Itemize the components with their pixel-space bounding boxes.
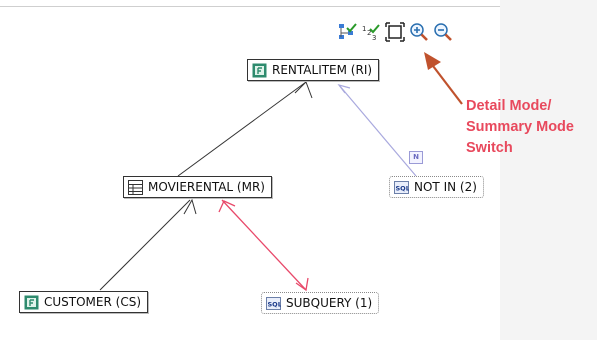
annotation-line-1: Detail Mode/	[466, 98, 552, 114]
node-subquery[interactable]: SQL SUBQUERY (1)	[261, 292, 380, 314]
node-rentalitem[interactable]: RENTALITEM (RI)	[247, 59, 380, 81]
svg-text:SQL: SQL	[268, 300, 282, 308]
table-icon	[252, 63, 267, 78]
edge-movierental-rentalitem	[177, 81, 307, 177]
node-label: NOT IN (2)	[414, 180, 477, 194]
node-label: CUSTOMER (CS)	[44, 295, 142, 309]
svg-text:3: 3	[372, 34, 376, 42]
sql-icon: SQL	[394, 180, 409, 195]
layout-tree-icon[interactable]	[337, 22, 357, 42]
right-panel	[500, 0, 597, 340]
node-label: SUBQUERY (1)	[286, 296, 373, 310]
annotation-line-3: Switch	[466, 140, 513, 156]
edge-customer-movierental	[99, 199, 191, 291]
arrowhead-movierental	[183, 198, 197, 215]
edge-notin-rentalitem	[338, 84, 417, 177]
arrowhead-subquery	[295, 277, 309, 292]
top-divider	[0, 6, 500, 7]
arrowhead-movierental-red	[218, 200, 236, 213]
annotation-line-2: Summary Mode	[466, 119, 574, 135]
annotation-arrow-head	[424, 52, 441, 70]
annotation-detail-summary: Detail Mode/ Summary Mode Switch	[466, 96, 574, 159]
annotation-arrow-shaft	[429, 61, 463, 105]
node-notin[interactable]: SQL NOT IN (2)	[389, 176, 484, 198]
node-customer[interactable]: CUSTOMER (CS)	[19, 291, 149, 313]
svg-text:2: 2	[367, 29, 371, 37]
not-in-edge-badge: N	[409, 151, 423, 164]
arrowhead-rentalitem	[294, 81, 313, 99]
zoom-out-icon[interactable]	[433, 22, 453, 42]
edge-movierental-subquery	[221, 199, 307, 291]
table-icon	[24, 295, 39, 310]
zoom-in-icon[interactable]	[409, 22, 429, 42]
detail-summary-switch-icon[interactable]	[385, 22, 405, 42]
svg-text:1: 1	[362, 25, 366, 33]
node-label: MOVIERENTAL (MR)	[148, 180, 265, 194]
arrowhead-rentalitem-notin	[337, 83, 351, 94]
sql-icon: SQL	[266, 296, 281, 311]
svg-text:SQL: SQL	[396, 184, 410, 192]
node-movierental[interactable]: MOVIERENTAL (MR)	[123, 176, 272, 198]
node-label: RENTALITEM (RI)	[272, 63, 373, 77]
view-icon	[128, 179, 143, 195]
